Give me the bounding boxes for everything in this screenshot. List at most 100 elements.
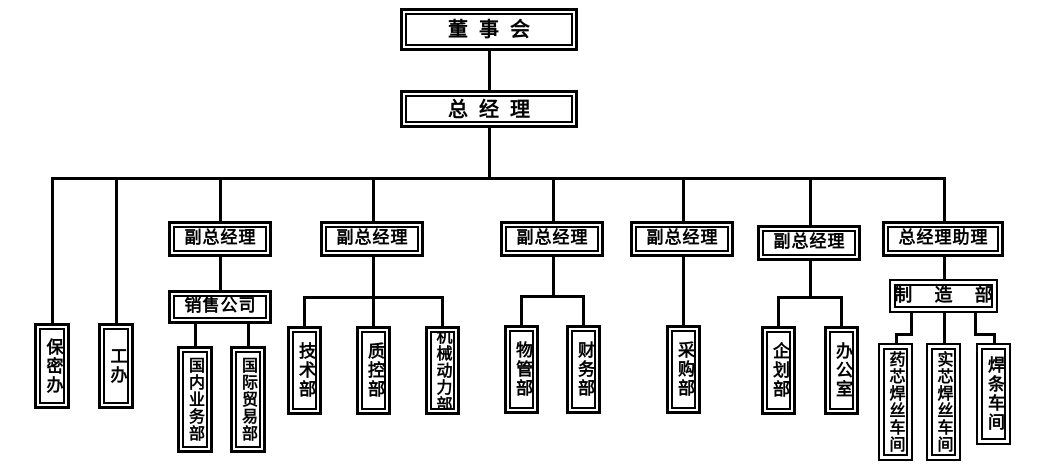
node-quality-control-dept[interactable]: 质控部 — [356, 326, 391, 415]
node-materials-dept-inner: 物管部 — [509, 330, 534, 409]
node-deputy-gm-5-inner: 副总经理 — [762, 230, 856, 256]
connector-to-mechanical-power-dept — [441, 296, 444, 326]
node-solid-wire-workshop-label: 实芯焊丝车间 — [934, 351, 954, 453]
stem-to-labor-office — [115, 177, 118, 323]
connector-to-flux-cored-workshop — [895, 333, 898, 343]
node-board[interactable]: 董事会 — [400, 8, 578, 51]
node-flux-cored-wire-workshop[interactable]: 药芯焊丝车间 — [878, 343, 913, 461]
node-mechanical-power-dept-label: 机械动力部 — [433, 331, 453, 410]
node-domestic-business-dept-inner: 国内业务部 — [182, 351, 208, 448]
connector-to-technical-dept — [303, 296, 306, 326]
node-general-manager[interactable]: 总经理 — [400, 90, 578, 128]
node-mechanical-power-dept-inner: 机械动力部 — [430, 331, 455, 410]
node-quality-control-dept-inner: 质控部 — [361, 331, 386, 410]
node-deputy-gm-2[interactable]: 副总经理 — [320, 221, 424, 257]
node-office-label: 办公室 — [832, 342, 852, 399]
connector-to-finance-dept — [582, 295, 585, 325]
connector-dgm4-to-purchasing — [682, 257, 685, 325]
node-finance-dept[interactable]: 财务部 — [566, 325, 601, 414]
node-technical-dept-label: 技术部 — [295, 342, 315, 399]
bus-dgm5-children — [777, 296, 843, 299]
connector-dgm1-to-sales-company — [219, 257, 222, 290]
node-deputy-gm-2-label: 副总经理 — [336, 228, 409, 249]
node-assistant-gm[interactable]: 总经理助理 — [882, 221, 1004, 257]
connector-to-office — [840, 296, 843, 326]
node-international-trade-dept[interactable]: 国际贸易部 — [230, 346, 266, 453]
connector-dgm5-stem — [809, 261, 812, 297]
node-electrode-workshop[interactable]: 焊条车间 — [976, 343, 1011, 445]
connector-gm-stem — [488, 128, 491, 178]
node-flux-cored-wire-workshop-label: 药芯焊丝车间 — [886, 351, 906, 453]
node-assistant-gm-inner: 总经理助理 — [887, 226, 999, 252]
node-deputy-gm-3[interactable]: 副总经理 — [500, 221, 604, 257]
node-flux-cored-wire-workshop-inner: 药芯焊丝车间 — [883, 348, 908, 456]
node-international-trade-dept-label: 国际贸易部 — [239, 357, 258, 442]
node-electrode-workshop-label: 焊条车间 — [984, 356, 1004, 432]
node-board-inner: 董事会 — [405, 13, 573, 46]
node-general-manager-inner: 总经理 — [405, 95, 573, 123]
node-technical-dept[interactable]: 技术部 — [287, 326, 322, 415]
node-deputy-gm-4[interactable]: 副总经理 — [630, 221, 734, 257]
connector-to-electrode-workshop — [993, 333, 996, 343]
node-mechanical-power-dept[interactable]: 机械动力部 — [425, 326, 460, 415]
node-deputy-gm-3-inner: 副总经理 — [505, 226, 599, 252]
bus-dgm3-children — [520, 295, 585, 298]
node-planning-dept-inner: 企划部 — [766, 331, 791, 410]
node-deputy-gm-1-inner: 副总经理 — [173, 226, 267, 252]
node-materials-dept[interactable]: 物管部 — [504, 325, 539, 414]
node-planning-dept-label: 企划部 — [769, 342, 789, 399]
node-international-trade-dept-inner: 国际贸易部 — [235, 351, 261, 448]
stem-to-assistant-gm — [943, 177, 946, 221]
stem-to-security-office — [51, 177, 54, 323]
node-sales-company-inner: 销售公司 — [173, 295, 267, 319]
stem-to-dgm3 — [552, 177, 555, 221]
node-deputy-gm-3-label: 副总经理 — [516, 228, 589, 249]
node-deputy-gm-5[interactable]: 副总经理 — [757, 225, 861, 261]
node-solid-wire-workshop-inner: 实芯焊丝车间 — [931, 348, 956, 456]
connector-dgm2-stem — [372, 257, 375, 297]
node-purchasing-dept-inner: 采购部 — [671, 330, 696, 409]
connector-assistant-gm-to-manufacturing — [943, 257, 946, 279]
node-office-inner: 办公室 — [829, 331, 854, 410]
node-deputy-gm-5-label: 副总经理 — [773, 232, 846, 253]
node-labor-office[interactable]: 工办 — [98, 323, 134, 409]
node-security-office[interactable]: 保密办 — [34, 323, 70, 409]
node-office[interactable]: 办公室 — [824, 326, 859, 415]
node-finance-dept-inner: 财务部 — [571, 330, 596, 409]
connector-manufacturing-jog-right — [974, 333, 996, 336]
node-purchasing-dept-label: 采购部 — [674, 341, 694, 398]
node-sales-company-label: 销售公司 — [184, 296, 257, 317]
node-domestic-business-dept[interactable]: 国内业务部 — [177, 346, 213, 453]
node-board-label: 董事会 — [448, 17, 541, 41]
node-manufacturing-dept-inner: 制 造 部 — [894, 284, 993, 308]
node-planning-dept[interactable]: 企划部 — [761, 326, 796, 415]
node-security-office-inner: 保密办 — [39, 328, 65, 404]
connector-to-materials-dept — [520, 295, 523, 325]
node-assistant-gm-label: 总经理助理 — [898, 228, 989, 249]
node-manufacturing-dept[interactable]: 制 造 部 — [889, 279, 998, 313]
node-deputy-gm-1-label: 副总经理 — [184, 228, 257, 249]
node-technical-dept-inner: 技术部 — [292, 331, 317, 410]
node-manufacturing-dept-label: 制 造 部 — [894, 284, 993, 306]
connector-sales-to-domestic — [194, 324, 197, 346]
main-horizontal-bus — [51, 177, 946, 180]
node-labor-office-inner: 工办 — [103, 328, 129, 404]
node-purchasing-dept[interactable]: 采购部 — [666, 325, 701, 414]
node-deputy-gm-4-inner: 副总经理 — [635, 226, 729, 252]
node-finance-dept-label: 财务部 — [574, 341, 594, 398]
stem-to-dgm2 — [372, 177, 375, 221]
connector-sales-to-international — [247, 324, 250, 346]
node-security-office-label: 保密办 — [42, 337, 63, 395]
connector-manufacturing-jog-left — [895, 333, 913, 336]
connector-board-to-gm — [488, 51, 491, 90]
node-deputy-gm-1[interactable]: 副总经理 — [168, 221, 272, 257]
node-general-manager-label: 总经理 — [448, 96, 541, 121]
node-solid-wire-workshop[interactable]: 实芯焊丝车间 — [926, 343, 961, 461]
stem-to-dgm1 — [219, 177, 222, 221]
node-deputy-gm-2-inner: 副总经理 — [325, 226, 419, 252]
connector-to-solid-wire-workshop — [943, 313, 946, 343]
stem-to-dgm5 — [809, 177, 812, 225]
node-sales-company[interactable]: 销售公司 — [168, 290, 272, 324]
node-materials-dept-label: 物管部 — [512, 341, 532, 398]
